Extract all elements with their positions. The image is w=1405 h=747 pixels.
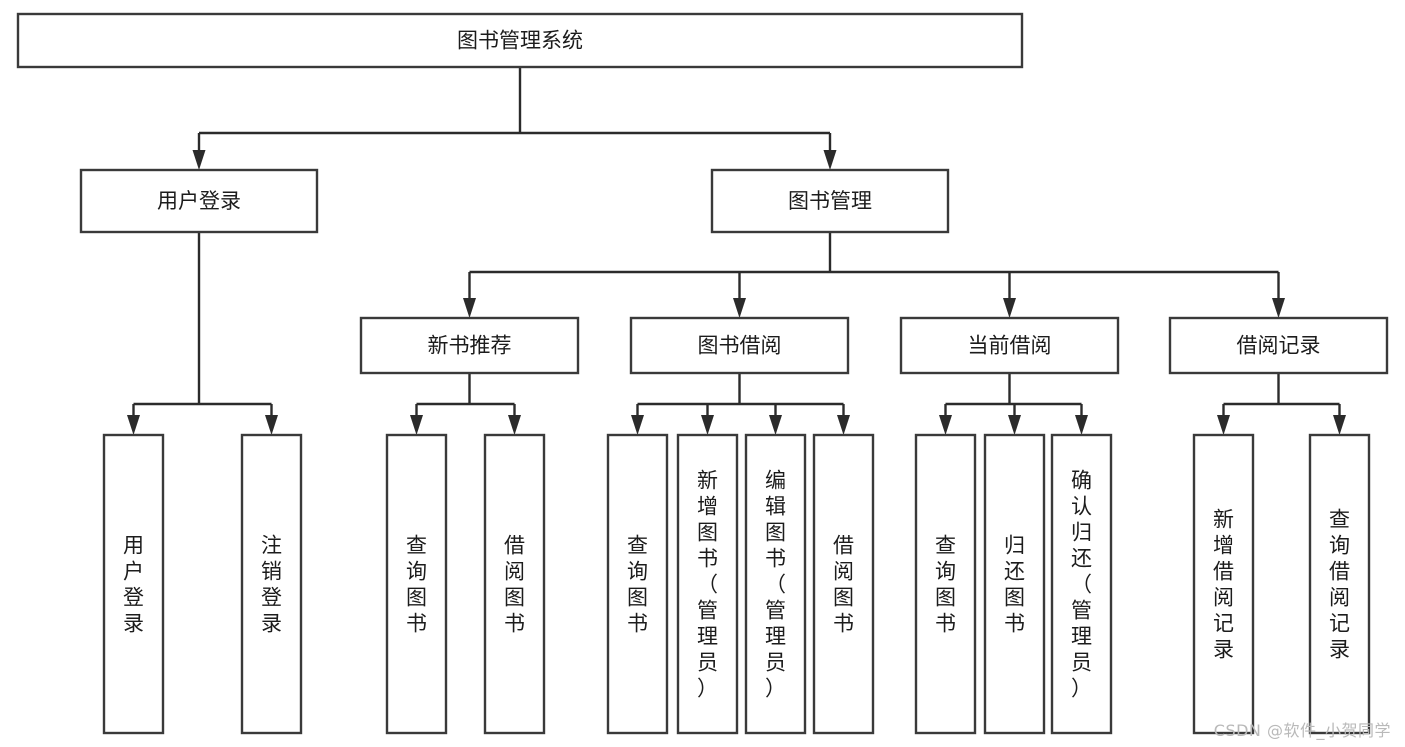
- node-label: 新增图书（管理员）: [697, 468, 718, 700]
- arrow-head-icon: [1008, 415, 1021, 435]
- node-label: 查询图书: [406, 533, 427, 635]
- node-box: [629, 316, 850, 375]
- node-label: 查询图书: [935, 533, 956, 635]
- node-box: [483, 433, 546, 735]
- node-查询图书-图书借阅[interactable]: 查询图书: [606, 433, 669, 735]
- arrow-head-icon: [701, 415, 714, 435]
- node-用户登录[interactable]: 用户登录: [79, 168, 319, 234]
- node-box: [1308, 433, 1371, 735]
- node-label: 当前借阅: [968, 334, 1052, 358]
- arrow-head-icon: [733, 298, 746, 318]
- node-label: 确认归还（管理员）: [1071, 468, 1092, 700]
- node-图书管理系统[interactable]: 图书管理系统: [16, 12, 1024, 69]
- edge-新书推荐-to-leaves: [410, 373, 521, 435]
- node-查询借阅记录[interactable]: 查询借阅记录: [1308, 433, 1371, 735]
- node-label: 注销登录: [261, 533, 282, 635]
- node-box: [914, 433, 977, 735]
- node-box: [812, 433, 875, 735]
- arrow-head-icon: [823, 150, 837, 170]
- node-label: 用户登录: [157, 189, 241, 213]
- node-label: 用户登录: [123, 533, 144, 635]
- node-用户登录-leaf[interactable]: 用户登录: [102, 433, 165, 735]
- node-借阅记录[interactable]: 借阅记录: [1168, 316, 1389, 375]
- connector-layer: [127, 67, 1346, 435]
- node-box: [16, 12, 1024, 69]
- node-box: [1050, 433, 1113, 735]
- node-box: [676, 433, 739, 735]
- node-图书管理[interactable]: 图书管理: [710, 168, 950, 234]
- node-编辑图书管理员[interactable]: 编辑图书（管理员）: [744, 433, 807, 735]
- node-图书借阅[interactable]: 图书借阅: [629, 316, 850, 375]
- node-借阅图书-新书推荐[interactable]: 借阅图书: [483, 433, 546, 735]
- node-查询图书-当前借阅[interactable]: 查询图书: [914, 433, 977, 735]
- node-box: [606, 433, 669, 735]
- edge-图书借阅-to-leaves: [631, 373, 850, 435]
- arrow-head-icon: [939, 415, 952, 435]
- arrow-head-icon: [631, 415, 644, 435]
- node-新增图书管理员[interactable]: 新增图书（管理员）: [676, 433, 739, 735]
- node-借阅图书-图书借阅[interactable]: 借阅图书: [812, 433, 875, 735]
- node-注销登录[interactable]: 注销登录: [240, 433, 303, 735]
- node-box: [359, 316, 580, 375]
- arrow-head-icon: [508, 415, 521, 435]
- arrow-head-icon: [265, 415, 278, 435]
- node-label: 图书管理系统: [457, 29, 583, 53]
- node-box: [240, 433, 303, 735]
- node-label: 图书管理: [788, 189, 872, 213]
- node-box: [79, 168, 319, 234]
- node-确认归还管理员[interactable]: 确认归还（管理员）: [1050, 433, 1113, 735]
- node-box: [102, 433, 165, 735]
- node-label: 新增借阅记录: [1213, 507, 1234, 661]
- node-label: 借阅图书: [833, 533, 854, 635]
- node-label: 借阅记录: [1237, 334, 1321, 358]
- edge-图书管理-to-level2: [463, 232, 1285, 318]
- arrow-head-icon: [1003, 298, 1016, 318]
- node-label: 新书推荐: [428, 334, 512, 358]
- edge-root-to-level1: [192, 67, 837, 170]
- arrow-head-icon: [1272, 298, 1285, 318]
- arrow-head-icon: [192, 150, 206, 170]
- arrow-head-icon: [127, 415, 140, 435]
- node-label: 查询借阅记录: [1329, 507, 1350, 661]
- arrow-head-icon: [1333, 415, 1346, 435]
- node-查询图书-新书推荐[interactable]: 查询图书: [385, 433, 448, 735]
- node-box: [983, 433, 1046, 735]
- edge-借阅记录-to-leaves: [1217, 373, 1346, 435]
- node-当前借阅[interactable]: 当前借阅: [899, 316, 1120, 375]
- node-box: [899, 316, 1120, 375]
- node-label: 借阅图书: [504, 533, 525, 635]
- node-label: 归还图书: [1004, 533, 1025, 635]
- node-新增借阅记录[interactable]: 新增借阅记录: [1192, 433, 1255, 735]
- edge-用户登录-to-leaves: [127, 232, 278, 435]
- node-layer: 图书管理系统用户登录图书管理新书推荐图书借阅当前借阅借阅记录用户登录注销登录查询…: [16, 12, 1389, 735]
- arrow-head-icon: [1075, 415, 1088, 435]
- arrow-head-icon: [769, 415, 782, 435]
- node-归还图书[interactable]: 归还图书: [983, 433, 1046, 735]
- arrow-head-icon: [463, 298, 476, 318]
- edge-当前借阅-to-leaves: [939, 373, 1088, 435]
- node-label: 编辑图书（管理员）: [765, 468, 786, 700]
- arrow-head-icon: [410, 415, 423, 435]
- node-label: 查询图书: [627, 533, 648, 635]
- node-新书推荐[interactable]: 新书推荐: [359, 316, 580, 375]
- arrow-head-icon: [1217, 415, 1230, 435]
- node-box: [1168, 316, 1389, 375]
- node-box: [1192, 433, 1255, 735]
- node-box: [710, 168, 950, 234]
- node-box: [744, 433, 807, 735]
- node-label: 图书借阅: [698, 334, 782, 358]
- node-box: [385, 433, 448, 735]
- arrow-head-icon: [837, 415, 850, 435]
